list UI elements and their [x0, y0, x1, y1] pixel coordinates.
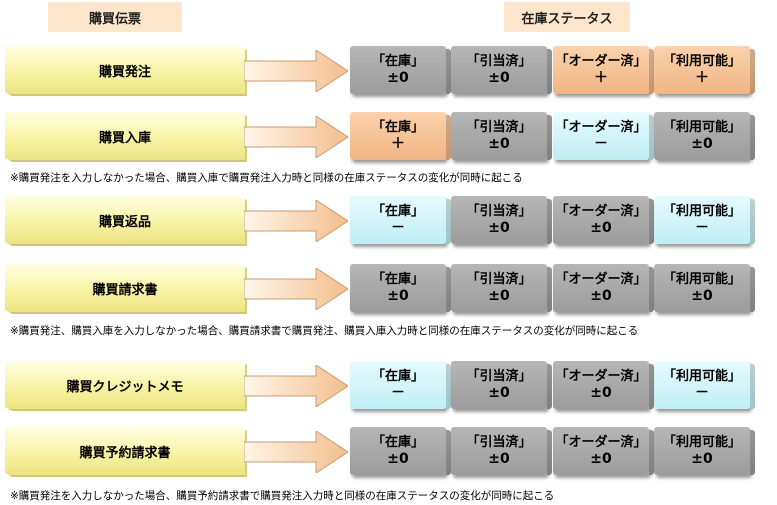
- status-change: ±0: [590, 220, 612, 236]
- status-box-available: 「利用可能」－: [654, 196, 750, 244]
- status-change: ＋: [391, 136, 405, 152]
- status-name: 「引当済」: [466, 54, 532, 69]
- right-arrow-icon: [244, 200, 348, 242]
- status-change: ＋: [695, 70, 709, 86]
- status-name: 「引当済」: [466, 435, 532, 450]
- status-name: 「オーダー済」: [555, 272, 647, 287]
- status-box-ordered: 「オーダー済」－: [553, 112, 649, 160]
- status-change: ±0: [488, 451, 510, 467]
- status-change: ±0: [590, 451, 612, 467]
- right-arrow-icon: [244, 50, 348, 92]
- footnote: ※購買発注を入力しなかった場合、購買入庫で購買発注入力時と同様の在庫ステータスの…: [10, 172, 523, 184]
- status-name: 「利用可能」: [662, 54, 741, 69]
- status-name: 「在庫」: [371, 204, 424, 219]
- status-change: ±0: [488, 385, 510, 401]
- status-name: 「在庫」: [371, 435, 424, 450]
- status-change: －: [594, 136, 608, 152]
- status-box-reserved: 「引当済」±0: [451, 264, 547, 312]
- status-change: ±0: [691, 451, 713, 467]
- status-change: ±0: [488, 220, 510, 236]
- status-name: 「利用可能」: [662, 120, 741, 135]
- status-name: 「在庫」: [371, 120, 424, 135]
- status-box-ordered: 「オーダー済」±0: [553, 427, 649, 475]
- row-purchase-invoice: 購買請求書 「在庫」±0 「引当済」±0 「オーダー済」±0 「利用可能」±0: [0, 260, 777, 316]
- document-label: 購買返品: [5, 196, 247, 246]
- status-change: －: [391, 385, 405, 401]
- status-box-ordered: 「オーダー済」±0: [553, 264, 649, 312]
- status-name: 「引当済」: [466, 369, 532, 384]
- status-change: ±0: [488, 136, 510, 152]
- document-label: 購買請求書: [5, 264, 247, 314]
- status-change: －: [391, 220, 405, 236]
- status-box-in-stock: 「在庫」－: [350, 196, 446, 244]
- status-change: ±0: [691, 136, 713, 152]
- status-change: ±0: [488, 70, 510, 86]
- status-box-in-stock: 「在庫」＋: [350, 112, 446, 160]
- status-change: －: [695, 220, 709, 236]
- row-purchase-receipt: 購買入庫 「在庫」＋ 「引当済」±0 「オーダー済」－ 「利用可能」±0: [0, 108, 777, 164]
- status-name: 「引当済」: [466, 204, 532, 219]
- status-box-available: 「利用可能」－: [654, 361, 750, 409]
- document-label: 購買入庫: [5, 112, 247, 162]
- footnote: ※購買発注、購買入庫を入力しなかった場合、購買請求書で購買発注、購買入庫入力時と…: [10, 325, 639, 337]
- right-arrow-icon: [244, 268, 348, 310]
- status-name: 「オーダー済」: [555, 204, 647, 219]
- status-change: ±0: [387, 70, 409, 86]
- status-name: 「オーダー済」: [555, 369, 647, 384]
- status-name: 「引当済」: [466, 120, 532, 135]
- status-change: ±0: [590, 385, 612, 401]
- document-label: 購買予約請求書: [5, 427, 247, 477]
- status-box-reserved: 「引当済」±0: [451, 46, 547, 94]
- document-label: 購買発注: [5, 46, 247, 96]
- status-box-reserved: 「引当済」±0: [451, 361, 547, 409]
- footnote: ※購買発注を入力しなかった場合、購買予約請求書で購買発注入力時と同様の在庫ステー…: [10, 490, 555, 502]
- status-name: 「引当済」: [466, 272, 532, 287]
- row-purchase-order: 購買発注 「在庫」±0 「引当済」±0 「オーダー済」＋ 「利用可能」＋: [0, 42, 777, 98]
- status-box-reserved: 「引当済」±0: [451, 112, 547, 160]
- status-box-ordered: 「オーダー済」＋: [553, 46, 649, 94]
- status-name: 「利用可能」: [662, 272, 741, 287]
- status-box-in-stock: 「在庫」±0: [350, 264, 446, 312]
- status-change: ±0: [387, 451, 409, 467]
- header-inventory-status: 在庫ステータス: [504, 2, 630, 32]
- row-purchase-prepayment-invoice: 購買予約請求書 「在庫」±0 「引当済」±0 「オーダー済」±0 「利用可能」±…: [0, 423, 777, 479]
- status-box-reserved: 「引当済」±0: [451, 427, 547, 475]
- status-change: －: [695, 385, 709, 401]
- status-box-available: 「利用可能」＋: [654, 46, 750, 94]
- status-box-reserved: 「引当済」±0: [451, 196, 547, 244]
- status-box-in-stock: 「在庫」－: [350, 361, 446, 409]
- row-purchase-credit-memo: 購買クレジットメモ 「在庫」－ 「引当済」±0 「オーダー済」±0 「利用可能」…: [0, 357, 777, 413]
- status-name: 「利用可能」: [662, 435, 741, 450]
- status-box-ordered: 「オーダー済」±0: [553, 361, 649, 409]
- status-box-available: 「利用可能」±0: [654, 112, 750, 160]
- status-name: 「在庫」: [371, 369, 424, 384]
- status-name: 「オーダー済」: [555, 54, 647, 69]
- status-name: 「オーダー済」: [555, 435, 647, 450]
- row-purchase-return: 購買返品 「在庫」－ 「引当済」±0 「オーダー済」±0 「利用可能」－: [0, 192, 777, 248]
- right-arrow-icon: [244, 431, 348, 473]
- status-box-in-stock: 「在庫」±0: [350, 427, 446, 475]
- header-purchase-documents: 購買伝票: [48, 2, 182, 32]
- status-name: 「利用可能」: [662, 204, 741, 219]
- status-change: ±0: [387, 288, 409, 304]
- status-name: 「利用可能」: [662, 369, 741, 384]
- status-name: 「オーダー済」: [555, 120, 647, 135]
- right-arrow-icon: [244, 365, 348, 407]
- status-name: 「在庫」: [371, 272, 424, 287]
- status-name: 「在庫」: [371, 54, 424, 69]
- status-box-available: 「利用可能」±0: [654, 427, 750, 475]
- status-change: ±0: [488, 288, 510, 304]
- status-change: ＋: [594, 70, 608, 86]
- status-change: ±0: [691, 288, 713, 304]
- right-arrow-icon: [244, 116, 348, 158]
- status-box-available: 「利用可能」±0: [654, 264, 750, 312]
- status-box-in-stock: 「在庫」±0: [350, 46, 446, 94]
- status-box-ordered: 「オーダー済」±0: [553, 196, 649, 244]
- status-change: ±0: [590, 288, 612, 304]
- document-label: 購買クレジットメモ: [5, 361, 247, 411]
